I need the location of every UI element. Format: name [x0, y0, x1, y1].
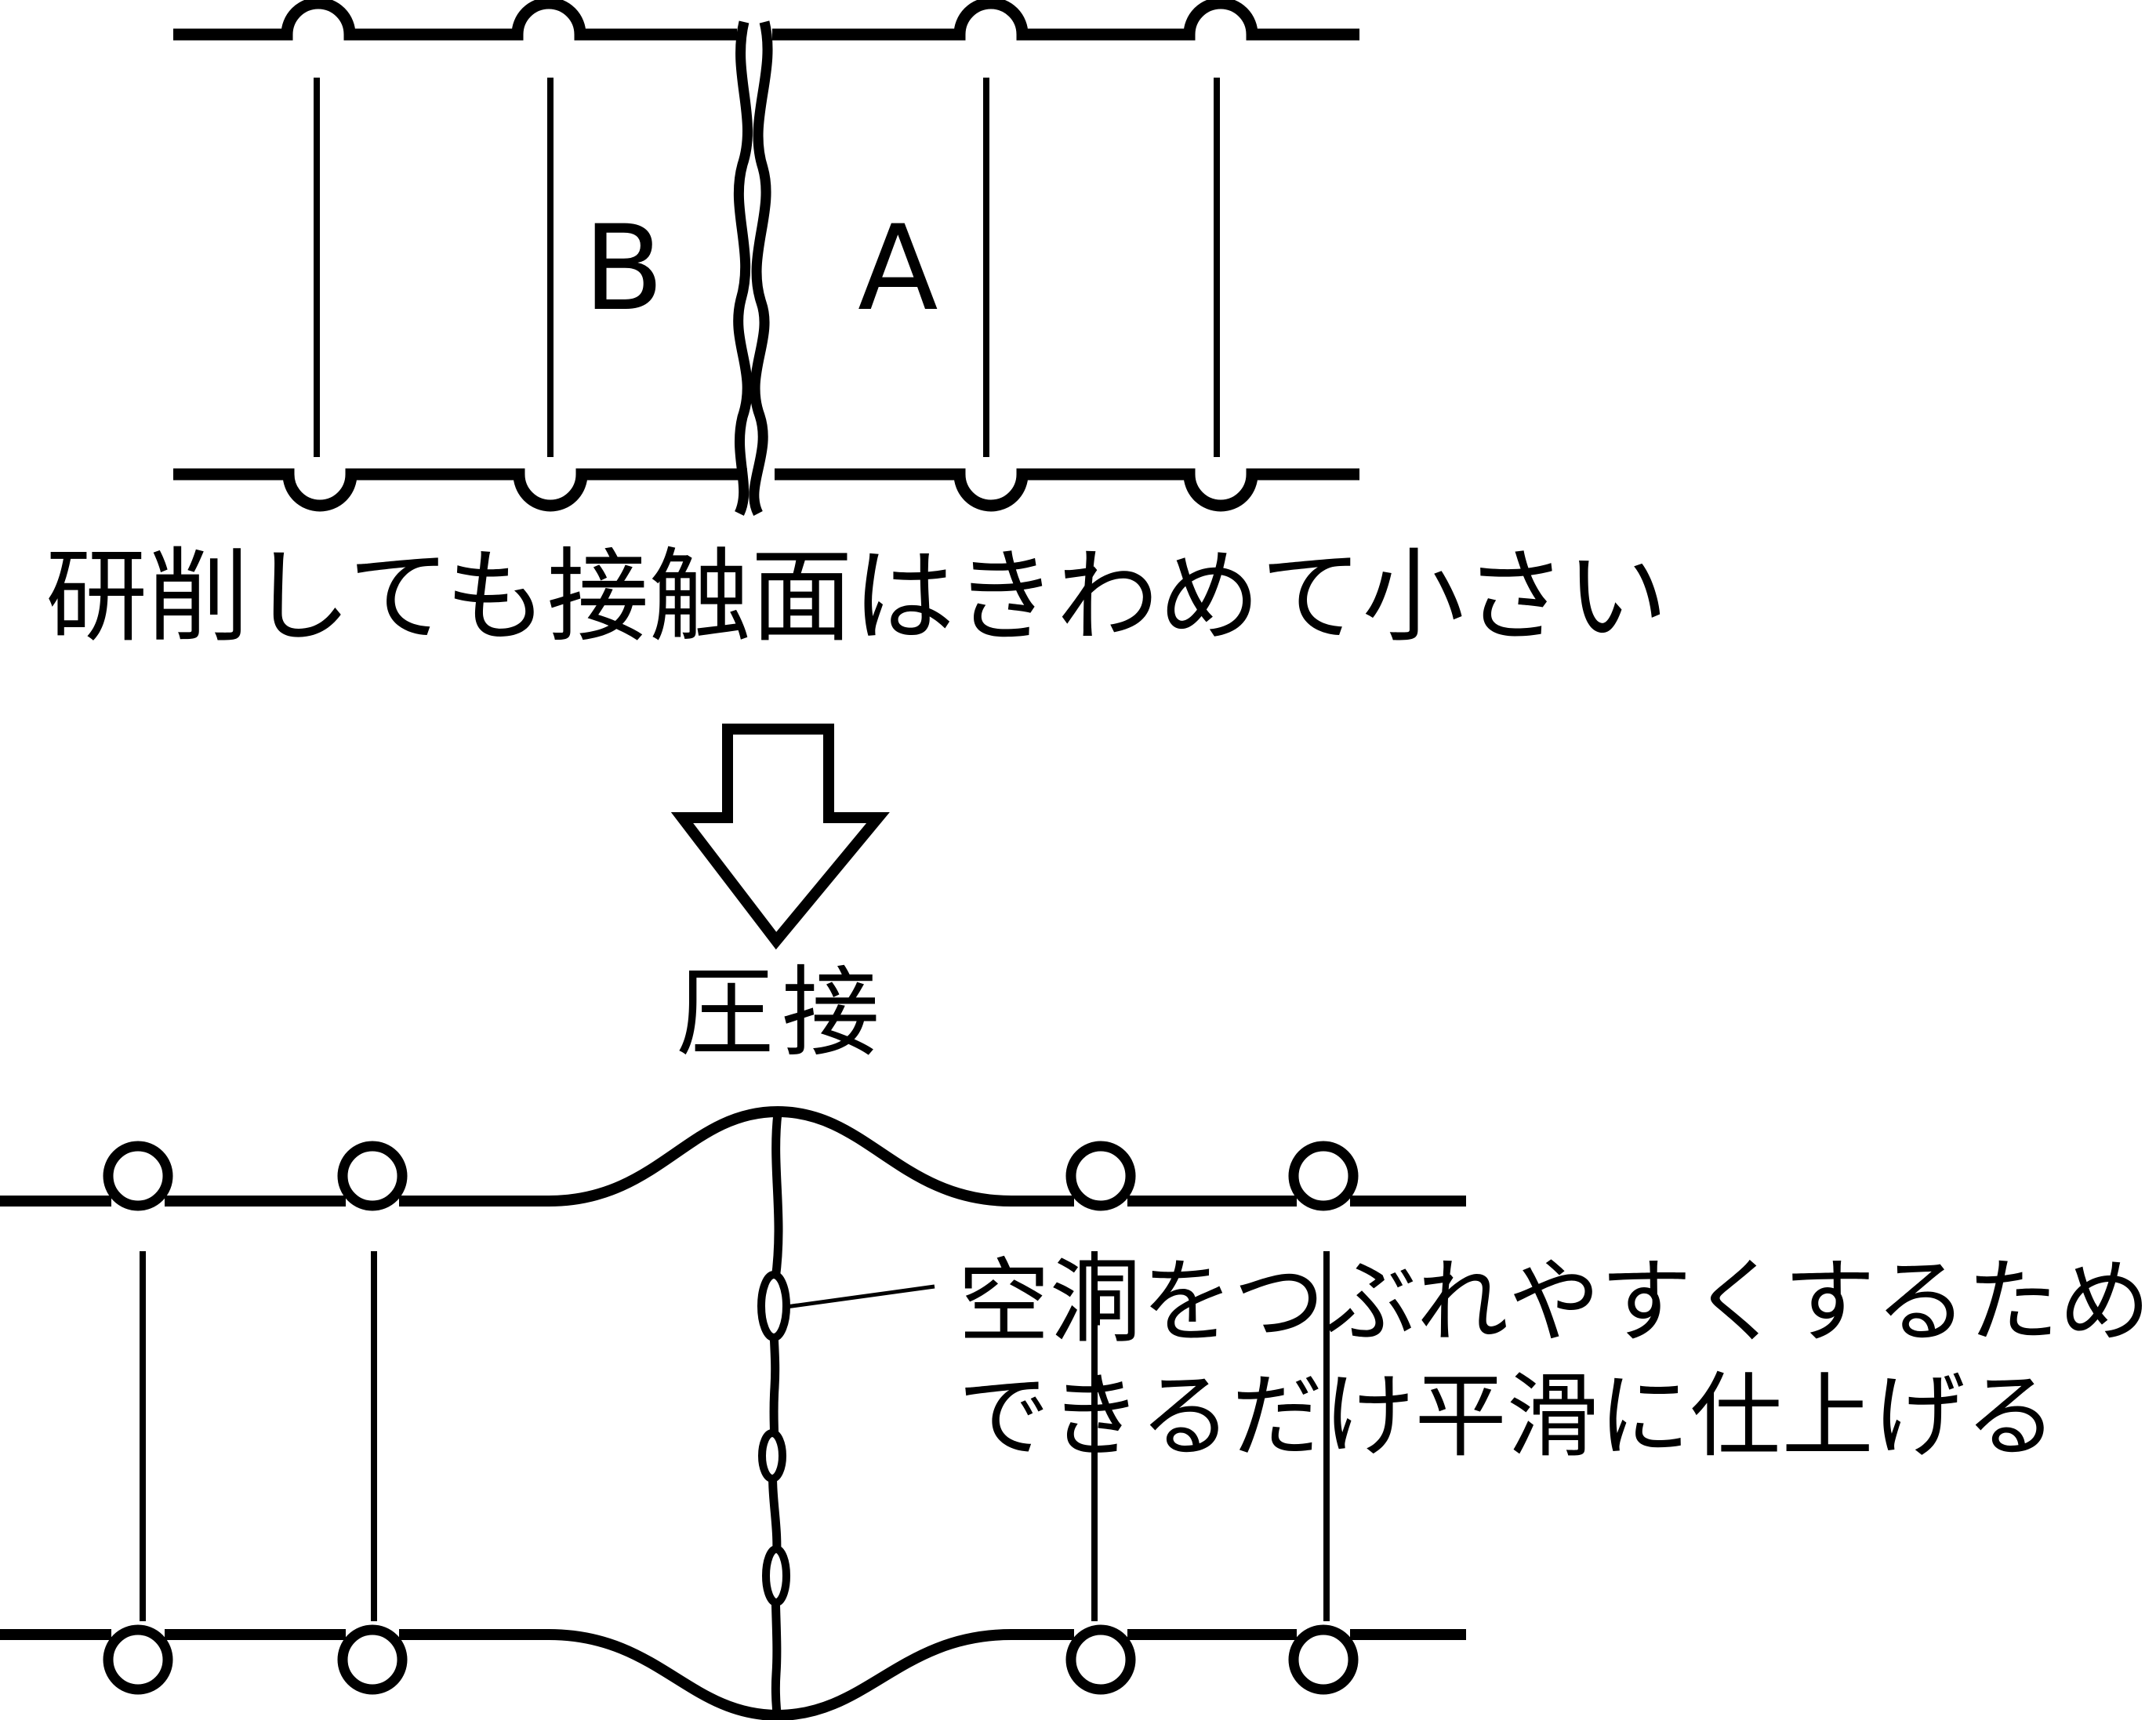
surface-bead-bump	[103, 1624, 173, 1695]
top-piece-upper-surface-line	[173, 0, 1359, 41]
weld-seam-line	[768, 1112, 783, 1716]
bottom-diagram-after-welding	[0, 1105, 1466, 1720]
contact-face-right-jagged-line	[749, 20, 773, 516]
down-arrow-icon	[670, 724, 890, 950]
seam-void-annotation-line1: 空洞をつぶれやすくするため	[958, 1248, 2151, 1355]
top-diagram-before-welding	[173, 0, 1359, 516]
seam-void	[758, 1429, 786, 1482]
surface-bead-bump	[1065, 1141, 1136, 1211]
joined-upper-surface-line	[0, 1105, 1466, 1207]
top-diagram-caption: 研削しても接触面はきわめて小さい	[45, 537, 1668, 656]
piece-label-a: A	[858, 201, 938, 337]
top-piece-lower-surface-line	[173, 468, 1359, 512]
seam-void-annotation-line2: できるだけ平滑に仕上げる	[958, 1363, 2057, 1471]
process-arrow-label: 圧接	[676, 956, 887, 1070]
joined-lower-surface-line	[0, 1629, 1466, 1720]
seam-void	[757, 1271, 790, 1341]
surface-bead-bump	[1288, 1624, 1359, 1695]
surface-bead-bump	[337, 1141, 408, 1211]
annotation-leader-line	[786, 1284, 935, 1309]
surface-bead-bump	[103, 1141, 173, 1211]
surface-bead-bump	[1065, 1624, 1136, 1695]
surface-bead-bump	[1288, 1141, 1359, 1211]
contact-face-left-jagged-line	[733, 20, 753, 516]
piece-label-b: B	[583, 201, 664, 337]
surface-bead-bump	[337, 1624, 408, 1695]
seam-void	[762, 1545, 790, 1606]
seam-void-annotation: 空洞をつぶれやすくするため できるだけ平滑に仕上げる	[958, 1245, 2151, 1475]
